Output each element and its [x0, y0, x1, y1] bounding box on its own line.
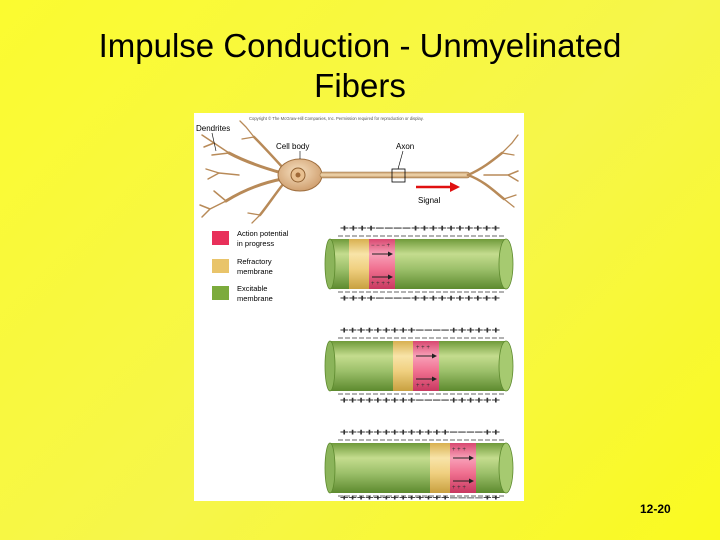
fiber-3-inner-bottom: + + +	[452, 485, 466, 491]
fiber-2-inner-top: + + +	[416, 345, 430, 351]
fiber-2-inner-bottom: + + +	[416, 383, 430, 389]
axon-label: Axon	[396, 142, 414, 151]
neuron-illustration: Dendrites Cell body Axon Signal	[196, 120, 519, 224]
legend-swatch-excitable	[212, 286, 229, 300]
fiber-3-end-cap	[498, 442, 514, 494]
fiber-2-bottom-charges: +++++++++−−−−++++++	[340, 396, 501, 406]
legend-excitable-line1: Excitable	[237, 284, 267, 293]
fiber-3-current-arrow-top	[453, 455, 474, 461]
legend: Action potential in progress Refractory …	[212, 229, 289, 303]
conduction-figure: Copyright © The McGraw-Hill Companies, I…	[194, 113, 524, 501]
slide-title-line2: Fibers	[314, 67, 406, 104]
slide-title: Impulse Conduction - Unmyelinated Fibers	[0, 26, 720, 106]
fiber-1-top-charges: ++++−−−−++++++++++	[340, 224, 501, 234]
fiber-2: +++++++++−−−−++++++ + + + + + + ++++++++…	[324, 326, 514, 406]
fiber-1: ++++−−−−++++++++++ − − − + + + + + ++++−…	[324, 224, 514, 304]
fiber-2-current-arrow-top	[416, 353, 437, 359]
fiber-3-inner-top: + + +	[452, 447, 466, 453]
slide-number: 12-20	[640, 502, 671, 516]
fiber-3-green-body	[330, 443, 506, 493]
signal-label: Signal	[418, 196, 440, 205]
fiber-1-end-cap	[498, 238, 514, 290]
legend-action-potential-line1: Action potential	[237, 229, 289, 238]
legend-excitable-line2: membrane	[237, 294, 273, 303]
copyright-text: Copyright © The McGraw-Hill Companies, I…	[249, 116, 424, 121]
fiber-2-current-arrow-bottom	[416, 376, 437, 382]
fiber-3-refractory-band	[430, 443, 450, 493]
legend-swatch-action-potential	[212, 231, 229, 245]
fiber-1-current-arrow-top	[372, 251, 393, 257]
fiber-1-refractory-band	[349, 239, 369, 289]
dendrites	[199, 120, 286, 224]
dendrites-pointer	[211, 132, 217, 152]
fiber-1-inner-top: − − − +	[371, 243, 391, 249]
legend-refractory-line1: Refractory	[237, 257, 272, 266]
axon	[319, 171, 471, 179]
fiber-3: +++++++++++++−−−−++ + + + + + + ++++++++…	[324, 428, 514, 501]
fiber-3-top-charges: +++++++++++++−−−−++	[340, 428, 501, 438]
zoom-box	[391, 168, 406, 183]
fiber-3-action-potential-band	[450, 443, 476, 493]
cell-body-label: Cell body	[276, 142, 309, 151]
fiber-3-current-arrow-bottom	[453, 478, 474, 484]
fiber-2-refractory-band	[393, 341, 413, 391]
fiber-1-bottom-charges: ++++−−−−++++++++++	[340, 294, 501, 304]
fiber-2-top-charges: +++++++++−−−−++++++	[340, 326, 501, 336]
fiber-1-inner-bottom: + + + +	[371, 281, 391, 287]
axon-pointer	[397, 150, 404, 170]
fiber-2-end-cap	[498, 340, 514, 392]
fiber-3-bottom-charges: +++++++++++++−−−−++	[340, 494, 500, 501]
dendrites-label: Dendrites	[196, 124, 230, 133]
axon-terminals	[466, 134, 519, 208]
fiber-1-current-arrow-bottom	[372, 274, 393, 280]
fiber-1-action-potential-band	[369, 239, 395, 289]
slide-title-line1: Impulse Conduction - Unmyelinated	[98, 27, 622, 64]
legend-swatch-refractory	[212, 259, 229, 273]
fiber-2-action-potential-band	[413, 341, 439, 391]
conduction-diagram: Copyright © The McGraw-Hill Companies, I…	[196, 116, 519, 501]
legend-action-potential-line2: in progress	[237, 239, 274, 248]
legend-refractory-line2: membrane	[237, 267, 273, 276]
signal-arrow	[416, 182, 460, 192]
